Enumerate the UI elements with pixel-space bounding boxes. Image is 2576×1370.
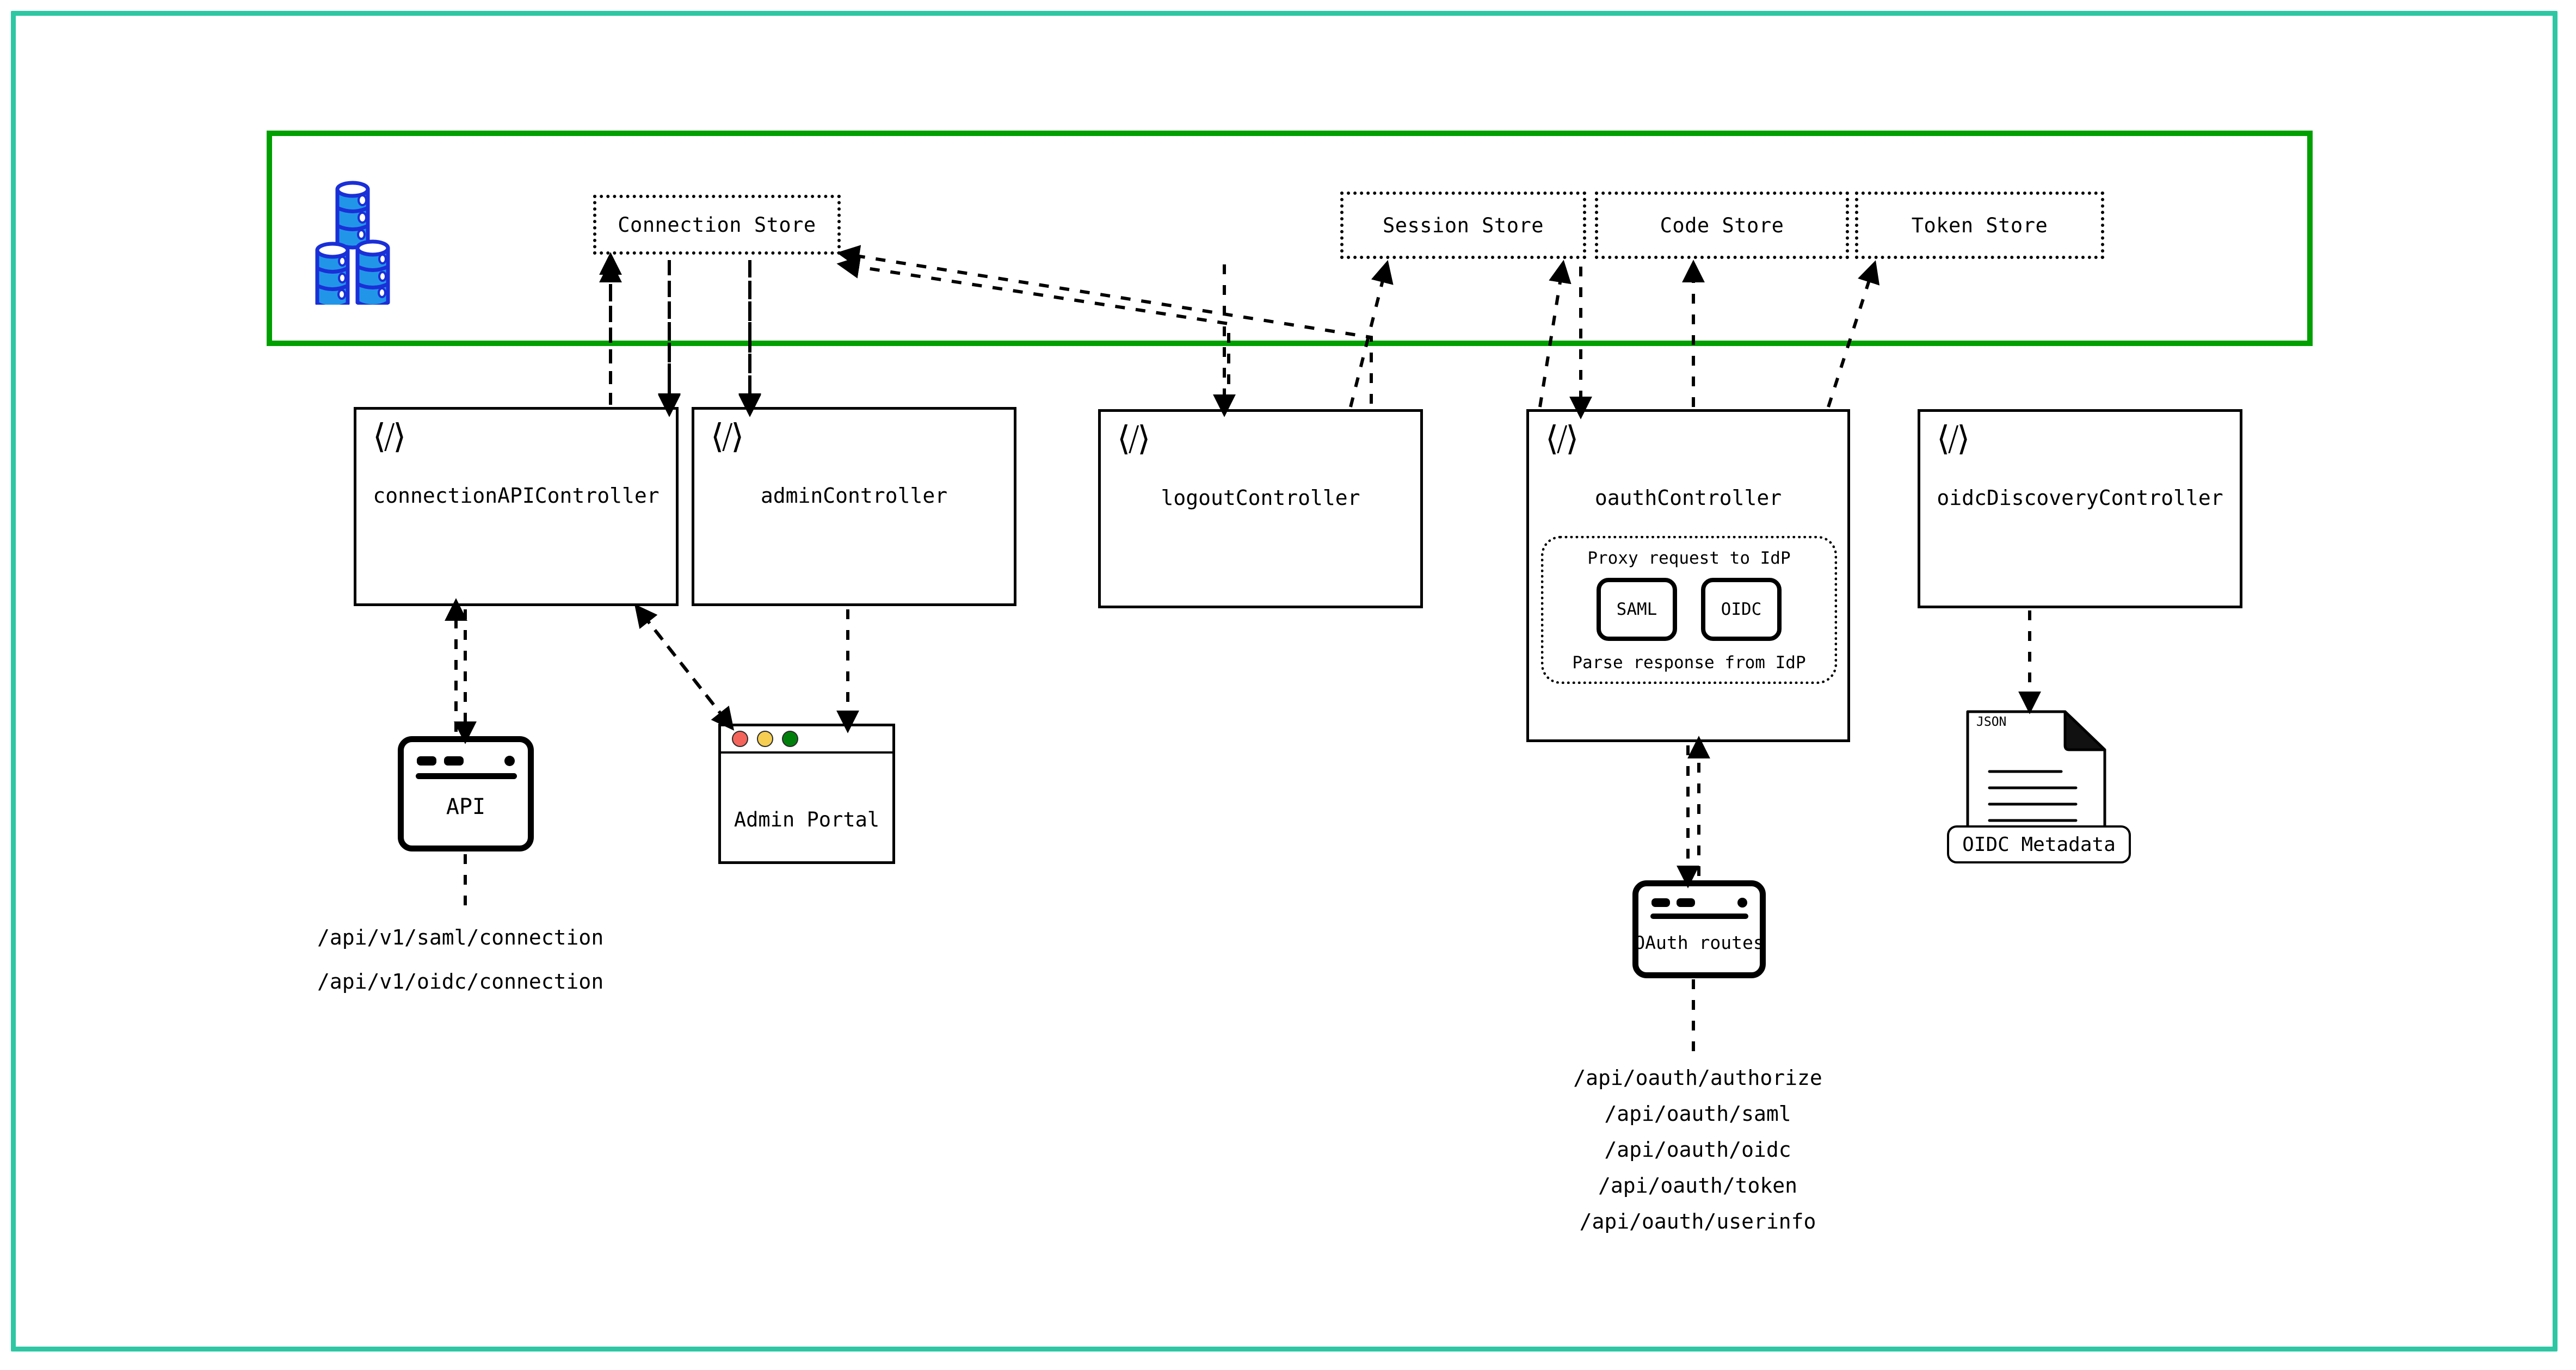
oidc-metadata-label-pill[interactable]: OIDC Metadata — [1947, 825, 2131, 863]
controller-label: oauthController — [1594, 486, 1782, 510]
admin-portal-label: Admin Portal — [734, 808, 880, 831]
window-rule-icon — [1650, 914, 1748, 919]
store-box-connection[interactable]: Connection Store — [593, 195, 841, 255]
browser-titlebar — [721, 726, 892, 754]
idp-pill-label: OIDC — [1721, 600, 1762, 619]
idp-proxy-request-label: Proxy request to IdP — [1587, 548, 1791, 568]
controller-connection-api[interactable]: ⟨/⟩ connectionAPIController — [354, 407, 679, 606]
endpoint-item: /api/oauth/token — [1598, 1174, 1798, 1198]
store-label: Connection Store — [618, 213, 816, 237]
endpoint-item: /api/v1/oidc/connection — [317, 970, 604, 993]
endpoint-item: /api/oauth/userinfo — [1579, 1209, 1816, 1233]
oauth-routes-node[interactable]: OAuth routes — [1632, 880, 1766, 978]
idp-pill-oidc[interactable]: OIDC — [1701, 578, 1782, 641]
code-brackets-icon: ⟨/⟩ — [373, 416, 406, 456]
window-dash-icon — [444, 756, 464, 766]
controller-label: oidcDiscoveryController — [1937, 486, 2223, 510]
store-label: Code Store — [1660, 213, 1784, 237]
database-stack-icon — [315, 181, 390, 305]
store-box-token[interactable]: Token Store — [1855, 192, 2104, 259]
controller-label: connectionAPIController — [373, 484, 660, 508]
window-rule-icon — [416, 773, 517, 779]
endpoint-item: /api/v1/saml/connection — [317, 925, 604, 949]
oidc-metadata-label: OIDC Metadata — [1962, 833, 2116, 856]
json-document-icon — [1966, 710, 2106, 851]
controller-oauth[interactable]: ⟨/⟩ oauthController Proxy request to IdP… — [1526, 409, 1850, 742]
window-dash-icon — [1651, 898, 1670, 907]
traffic-light-green-icon — [782, 731, 798, 747]
endpoint-item: /api/oauth/authorize — [1573, 1066, 1822, 1090]
controller-oidc-discovery[interactable]: ⟨/⟩ oidcDiscoveryController — [1918, 409, 2242, 608]
oauth-routes-label: OAuth routes — [1634, 932, 1764, 953]
store-label: Session Store — [1382, 213, 1544, 237]
idp-pill-saml[interactable]: SAML — [1597, 578, 1677, 641]
idp-protocol-pills: SAML OIDC — [1544, 578, 1834, 641]
endpoint-item: /api/oauth/saml — [1604, 1102, 1791, 1126]
code-brackets-icon: ⟨/⟩ — [1937, 418, 1970, 458]
store-box-session[interactable]: Session Store — [1340, 192, 1586, 259]
admin-portal-node[interactable]: Admin Portal — [718, 724, 895, 864]
traffic-light-red-icon — [732, 731, 748, 747]
window-dot-icon — [1737, 898, 1747, 908]
store-label: Token Store — [1911, 213, 2048, 237]
json-tag-label: JSON — [1976, 715, 2007, 729]
code-brackets-icon: ⟨/⟩ — [1545, 418, 1579, 458]
endpoint-item: /api/oauth/oidc — [1604, 1138, 1791, 1162]
idp-parse-response-label: Parse response from IdP — [1572, 653, 1806, 672]
traffic-light-yellow-icon — [757, 731, 773, 747]
oidc-metadata-document[interactable]: JSON — [1964, 707, 2111, 854]
controller-label: logoutController — [1161, 486, 1360, 510]
oauth-endpoint-list: /api/oauth/authorize /api/oauth/saml /ap… — [1534, 1060, 1861, 1239]
window-dash-icon — [1677, 898, 1695, 907]
controller-logout[interactable]: ⟨/⟩ logoutController — [1098, 409, 1423, 608]
api-node-label: API — [446, 794, 486, 819]
idp-pill-label: SAML — [1616, 600, 1657, 619]
controller-label: adminController — [760, 484, 948, 508]
idp-proxy-group: Proxy request to IdP SAML OIDC Parse res… — [1541, 536, 1837, 684]
window-dot-icon — [504, 756, 515, 766]
code-brackets-icon: ⟨/⟩ — [1117, 418, 1150, 458]
window-dash-icon — [417, 756, 436, 766]
outer-frame — [11, 11, 2557, 1352]
controller-admin[interactable]: ⟨/⟩ adminController — [692, 407, 1016, 606]
store-box-code[interactable]: Code Store — [1595, 192, 1849, 259]
api-node[interactable]: API — [398, 736, 534, 851]
connection-endpoint-list: /api/v1/saml/connection /api/v1/oidc/con… — [317, 919, 698, 999]
code-brackets-icon: ⟨/⟩ — [711, 416, 744, 456]
